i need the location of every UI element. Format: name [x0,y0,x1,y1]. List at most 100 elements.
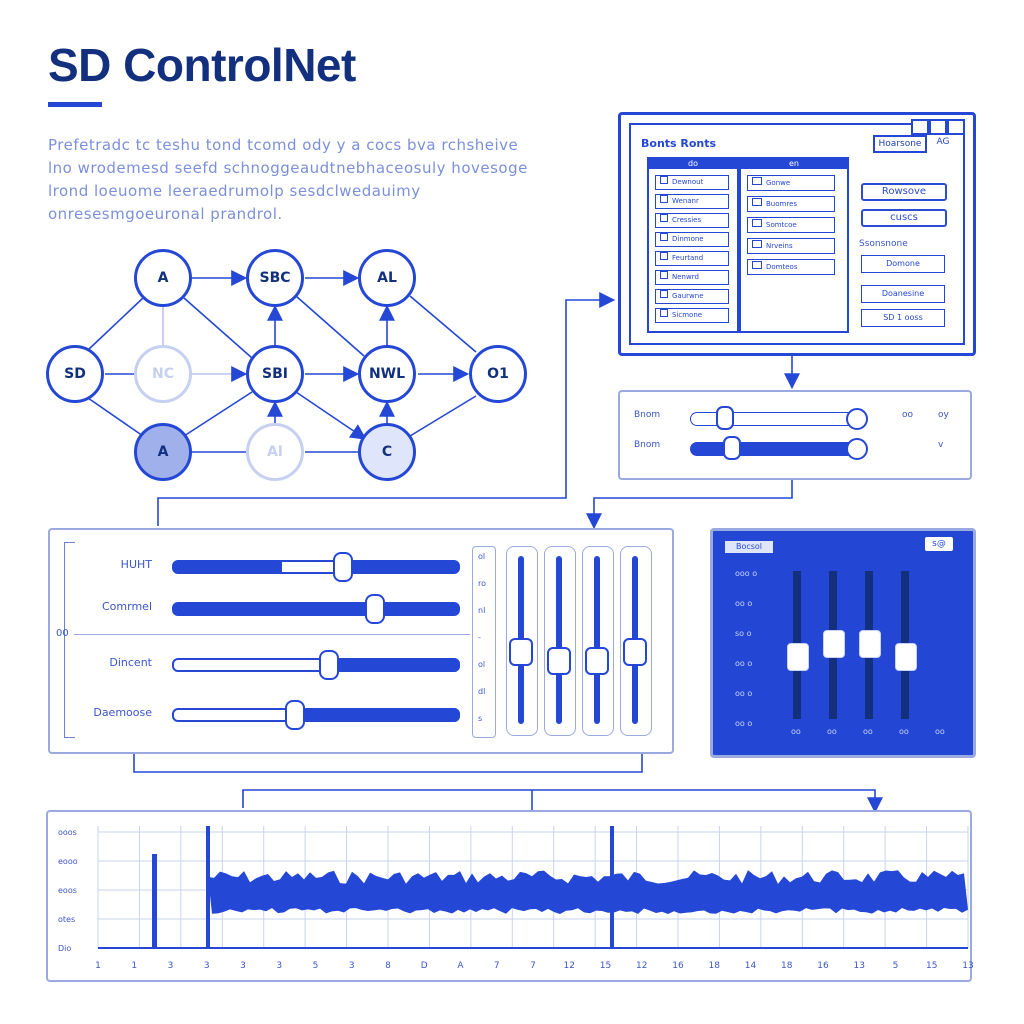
right-box[interactable]: Domone [861,255,945,273]
minimize-icon[interactable] [911,119,929,135]
x-tick-label: 5 [893,961,899,971]
x-tick-label: 13 [854,961,865,971]
graph-node-nwl[interactable]: NWL [358,345,416,403]
mixer-fader-thumb[interactable] [895,643,917,672]
slider-track[interactable] [690,442,862,456]
vertical-slider-thumb[interactable] [585,646,609,675]
x-tick-label: 15 [600,961,611,971]
x-tick-label: A [457,961,464,971]
maximize-icon[interactable] [929,119,947,135]
control-slider-label: Dincent [109,656,152,669]
control-slider-thumb[interactable] [319,650,340,680]
list-item[interactable]: Dewnout [655,175,729,190]
x-tick-label: 14 [745,961,757,971]
control-slider-label: Daemoose [93,706,152,719]
right-button-1[interactable]: Rowsove [861,183,947,201]
mixer-fader-thumb[interactable] [787,643,809,672]
control-slider-thumb[interactable] [285,700,306,730]
signal-spike [206,826,210,948]
intro-paragraph: Prefetradc tc teshu tond tcomd ody y a c… [48,136,528,223]
vertical-slider-thumb[interactable] [623,638,647,667]
list-item[interactable]: Wenanr [655,194,729,209]
x-tick-label: 1 [95,961,101,971]
graph-node-a2[interactable]: A [134,423,192,481]
list-item[interactable]: Gaurwne [655,289,729,304]
graph-node-nc[interactable]: NC [134,345,192,403]
tick-column [472,546,496,738]
graph-node-ai[interactable]: AI [246,423,304,481]
x-tick-label: 18 [709,961,721,971]
close-icon[interactable] [947,119,965,135]
vertical-slider-thumb[interactable] [509,638,533,667]
list-item-label: Gonwe [766,179,791,187]
right-button-2[interactable]: cuscs [861,209,947,227]
list-item[interactable]: Somtcoe [747,217,835,233]
list-item-label: Dewnout [672,178,704,186]
mixer-badge[interactable]: s@ [925,537,953,551]
list-item-label: Nrveins [766,242,793,250]
item-icon [660,271,668,279]
vertical-slider-thumb[interactable] [547,646,571,675]
control-slider-thumb[interactable] [364,594,385,624]
graph-node-c[interactable]: C [358,423,416,481]
x-tick-label: 3 [168,961,174,971]
left-list-header: do [649,159,737,169]
mixer-fader-thumb[interactable] [823,630,845,659]
mixer-bottom-label: oo [899,727,909,736]
graph-node-sbc[interactable]: SBC [246,249,304,307]
item-icon [660,309,668,317]
list-item[interactable]: Domteos [747,259,835,275]
list-item[interactable]: Gonwe [747,175,835,191]
graph-node-al[interactable]: AL [358,249,416,307]
mixer-fader-thumb[interactable] [859,630,881,659]
mixer-row-label: ooo o [735,569,758,578]
signal-spike [152,854,157,948]
tick-label: nl [478,606,486,615]
slider-extra-label: v [938,440,944,450]
x-tick-label: 3 [204,961,210,971]
item-icon [660,214,668,222]
x-tick-label: 7 [494,961,500,971]
right-box[interactable]: SD 1 ooss [861,309,945,327]
signal-spike [610,826,614,948]
slider-end-knob[interactable] [846,438,868,460]
search-field[interactable]: Hoarsone [873,135,927,153]
vertical-slider-track[interactable] [594,556,600,724]
search-button[interactable]: AG [936,137,950,147]
graph-node-o1[interactable]: O1 [469,345,527,403]
mixer-bottom-label: oo [827,727,837,736]
control-slider-track[interactable] [172,602,460,616]
list-item[interactable]: Nrveins [747,238,835,254]
slider-end-knob[interactable] [846,408,868,430]
x-tick-label: D [421,961,428,971]
tick-label: dl [478,687,486,696]
control-slider-thumb[interactable] [333,552,354,582]
tick-label: ol [478,660,486,669]
list-item-label: Cressies [672,216,702,224]
right-box[interactable]: Doanesine [861,285,945,303]
graph-node-sbi[interactable]: SBI [246,345,304,403]
slider-label: Bnom [634,410,661,420]
list-item[interactable]: Buomres [747,196,835,212]
slider-thumb[interactable] [722,436,741,460]
vertical-slider-frame [544,546,576,736]
side-bracket [64,542,75,738]
list-item[interactable]: Cressies [655,213,729,228]
graph-node-a[interactable]: A [134,249,192,307]
list-item[interactable]: Nenwrd [655,270,729,285]
control-slider-label: HUHT [120,558,152,571]
slider-thumb[interactable] [716,406,734,430]
list-item[interactable]: Dinmone [655,232,729,247]
graph-node-sd[interactable]: SD [46,345,104,403]
list-item-label: Feurtand [672,254,704,262]
tick-label: ol [478,552,486,561]
list-item[interactable]: Sicmone [655,308,729,323]
list-item[interactable]: Feurtand [655,251,729,266]
vertical-slider-track[interactable] [556,556,562,724]
